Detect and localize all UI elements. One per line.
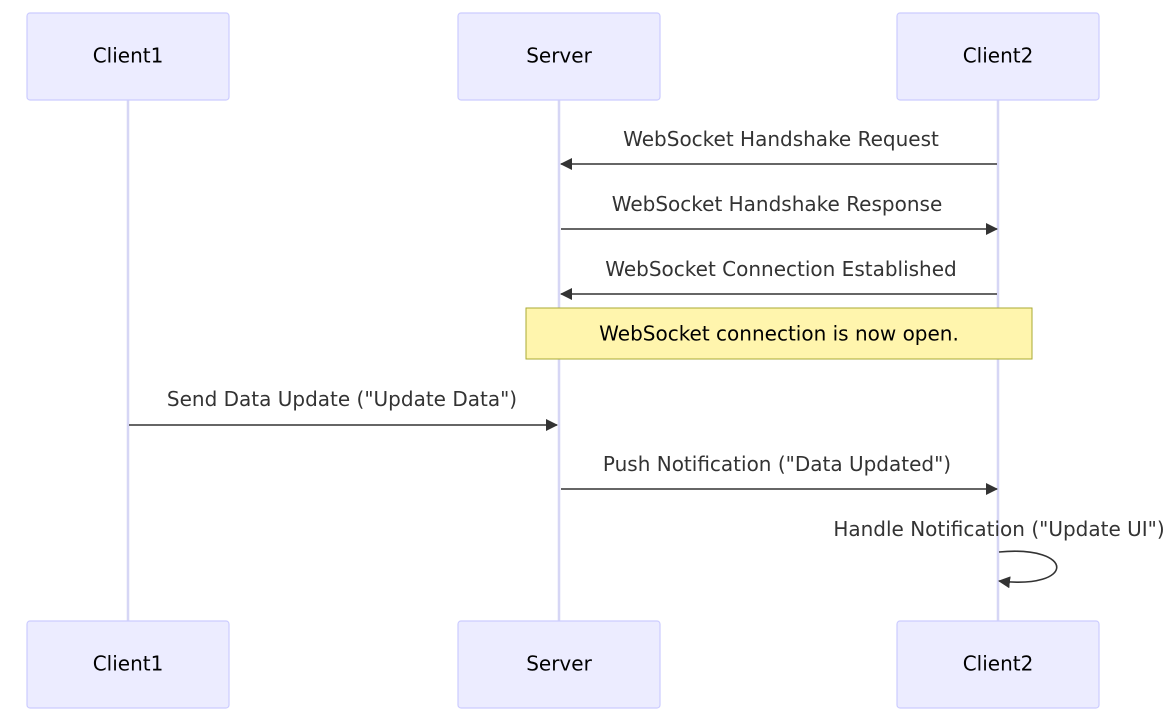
message-label: Handle Notification ("Update UI") xyxy=(833,517,1164,541)
actor-client1-bottom: Client1 xyxy=(26,620,230,709)
message-label: Push Notification ("Data Updated") xyxy=(603,452,951,476)
actor-label: Client1 xyxy=(93,44,164,68)
actor-label: Server xyxy=(526,44,592,68)
message-send-data-update: Send Data Update ("Update Data") xyxy=(129,387,558,431)
message-label: WebSocket Connection Established xyxy=(605,257,956,281)
message-push-notification: Push Notification ("Data Updated") xyxy=(561,452,998,495)
actor-client2-bottom: Client2 xyxy=(896,620,1100,709)
actor-client2-top: Client2 xyxy=(896,12,1100,101)
note-label: WebSocket connection is now open. xyxy=(599,322,959,346)
message-label: WebSocket Handshake Request xyxy=(623,127,939,151)
actor-box xyxy=(26,620,230,709)
message-label: Send Data Update ("Update Data") xyxy=(167,387,517,411)
actor-label: Client1 xyxy=(93,652,164,676)
actor-label: Client2 xyxy=(963,44,1034,68)
message-label: WebSocket Handshake Response xyxy=(612,192,943,216)
actor-label: Server xyxy=(526,652,592,676)
message-connection-established: WebSocket Connection Established xyxy=(560,257,997,300)
message-self-arrow xyxy=(998,550,1058,589)
message-handle-notification: Handle Notification ("Update UI") xyxy=(833,517,1165,589)
actor-box xyxy=(896,620,1100,709)
note-connection-open: WebSocket connection is now open. xyxy=(525,307,1033,360)
message-handshake-response: WebSocket Handshake Response xyxy=(561,192,998,235)
actor-label: Client2 xyxy=(963,652,1034,676)
actor-box xyxy=(457,12,661,101)
actor-server-bottom: Server xyxy=(457,620,661,709)
actor-box xyxy=(896,12,1100,101)
message-handshake-request: WebSocket Handshake Request xyxy=(560,127,997,170)
actor-box xyxy=(26,12,230,101)
actor-box xyxy=(457,620,661,709)
actor-server-top: Server xyxy=(457,12,661,101)
note-box xyxy=(525,307,1033,360)
actor-client1-top: Client1 xyxy=(26,12,230,101)
